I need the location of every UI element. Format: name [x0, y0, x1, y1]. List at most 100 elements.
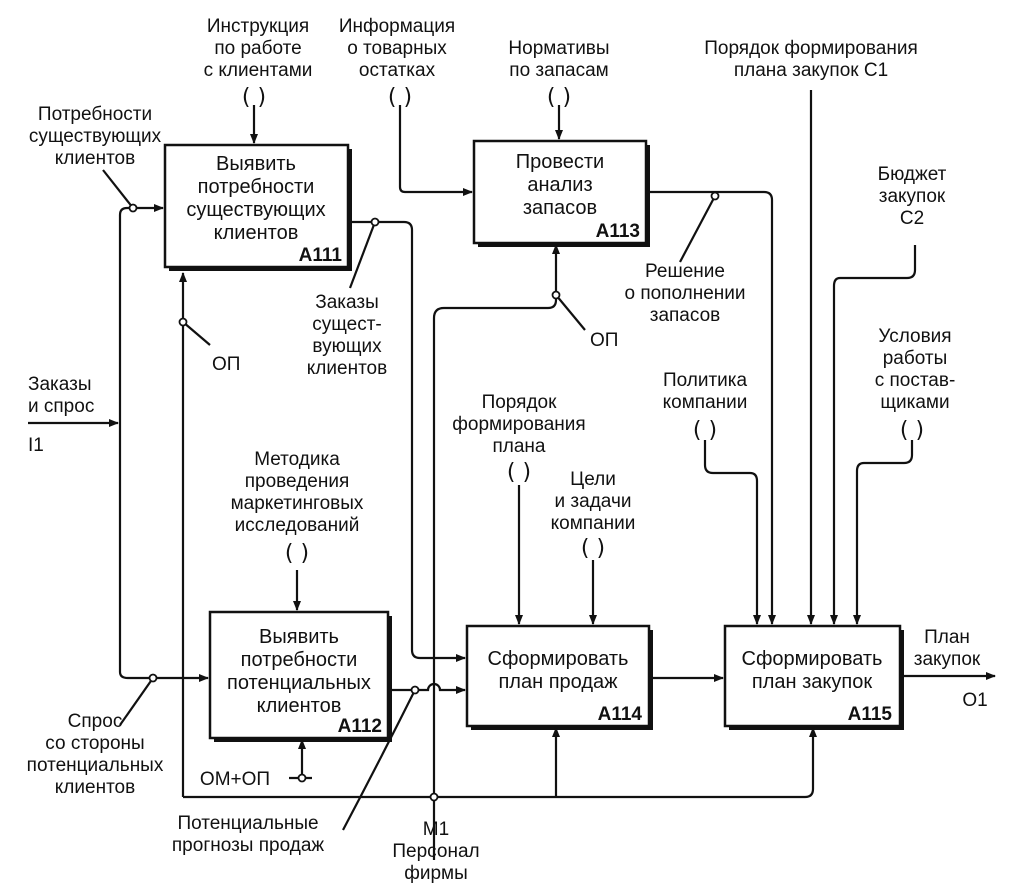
block-a112-line-4: клиентов [257, 695, 342, 717]
label-method: Методика проведения маркетинговых исслед… [231, 449, 364, 536]
svg-text:запасов: запасов [650, 305, 721, 326]
label-plan-purchases: План закупок [914, 627, 981, 670]
arrow-a113-to-a115 [646, 190, 776, 625]
forecasts-leader [342, 689, 416, 831]
block-a113-code: A113 [596, 221, 640, 242]
labels: Инструкция по работе с клиентами Информа… [27, 16, 988, 884]
arrow-c2-to-a115 [830, 245, 917, 625]
svg-text:Потенциальные: Потенциальные [177, 813, 318, 834]
block-a113[interactable]: Провести анализ запасов A113 [472, 139, 650, 247]
orders-existing-leader [348, 221, 377, 289]
op2-leader [555, 294, 586, 331]
mech-to-a113 [432, 244, 560, 860]
label-needs: Потребности существующих клиентов [29, 104, 162, 169]
svg-text:вующих: вующих [312, 336, 382, 357]
svg-text:Условия: Условия [878, 326, 951, 347]
block-a114-code: A114 [598, 704, 643, 725]
tunnel-info: ( ) [388, 85, 412, 110]
svg-text:формирования: формирования [452, 414, 585, 435]
label-om-op: ОМ+ОП [200, 769, 270, 790]
svg-text:клиентов: клиентов [55, 148, 135, 169]
block-a115-line-2: план закупок [752, 671, 872, 693]
label-plan-order: Порядок формирования плана [452, 392, 585, 457]
tunnel-method: ( ) [285, 541, 309, 566]
svg-text:Персонал: Персонал [392, 841, 479, 862]
svg-text:закупок: закупок [914, 649, 981, 670]
block-a112[interactable]: Выявить потребности потенциальных клиент… [208, 610, 392, 742]
svg-text:маркетинговых: маркетинговых [231, 493, 364, 514]
tunnel-goals: ( ) [581, 536, 605, 561]
svg-text:по запасам: по запасам [509, 60, 608, 81]
svg-text:щиками: щиками [880, 392, 949, 413]
svg-text:прогнозы продаж: прогнозы продаж [172, 835, 325, 856]
label-info: Информация о товарных остатках [339, 16, 455, 81]
svg-text:остатках: остатках [359, 60, 436, 81]
svg-text:Порядок: Порядок [482, 392, 558, 413]
label-orders-demand: Заказы и спрос [28, 374, 94, 417]
label-i1: I1 [28, 435, 44, 456]
label-o1: O1 [962, 690, 987, 711]
svg-text:и спрос: и спрос [28, 396, 94, 417]
svg-text:исследований: исследований [235, 515, 360, 536]
svg-text:компании: компании [551, 513, 636, 534]
label-order-c1: Порядок формирования плана закупок C1 [704, 38, 918, 81]
label-op1: ОП [212, 354, 240, 375]
svg-text:по работе: по работе [214, 38, 301, 59]
svg-text:Нормативы: Нормативы [508, 38, 609, 59]
block-a113-line-2: анализ [527, 174, 592, 196]
svg-text:и задачи: и задачи [555, 491, 632, 512]
svg-text:Потребности: Потребности [38, 104, 152, 125]
svg-text:Цели: Цели [570, 469, 616, 490]
svg-text:проведения: проведения [245, 471, 350, 492]
block-a112-line-2: потребности [241, 649, 358, 671]
op1-leader [182, 321, 211, 346]
block-a115[interactable]: Сформировать план закупок A115 [723, 624, 904, 730]
label-forecasts: Потенциальные прогнозы продаж [172, 813, 325, 856]
svg-text:C2: C2 [900, 208, 924, 229]
svg-text:Методика: Методика [254, 449, 340, 470]
label-goals: Цели и задачи компании [551, 469, 636, 534]
block-a112-line-1: Выявить [259, 626, 339, 648]
label-norms: Нормативы по запасам [508, 38, 609, 81]
tunnel-norms: ( ) [547, 85, 571, 110]
block-a111-line-1: Выявить [216, 153, 296, 175]
label-demand-potential: Спрос со стороны потенциальных клиентов [27, 711, 164, 798]
label-m1: M1 Персонал фирмы [392, 819, 479, 884]
block-a112-line-3: потенциальных [227, 672, 371, 694]
svg-text:работы: работы [883, 348, 948, 369]
svg-text:Информация: Информация [339, 16, 455, 37]
block-a115-code: A115 [848, 704, 893, 725]
block-a111-code: A111 [299, 245, 343, 266]
svg-text:компании: компании [663, 392, 748, 413]
label-budget: Бюджет закупок C2 [878, 164, 947, 229]
label-op2: ОП [590, 330, 618, 351]
tunnel-instr: ( ) [242, 85, 266, 110]
svg-text:Решение: Решение [645, 261, 725, 282]
svg-text:Инструкция: Инструкция [207, 16, 309, 37]
svg-text:со стороны: со стороны [45, 733, 144, 754]
arrow-info-to-a113 [398, 105, 473, 196]
tunnel-planorder: ( ) [507, 460, 531, 485]
label-conditions: Условия работы с постав- щиками [875, 326, 956, 413]
mech-to-a115 [183, 727, 817, 799]
svg-text:закупок: закупок [879, 186, 946, 207]
svg-text:Политика: Политика [663, 370, 748, 391]
decision-leader [679, 195, 716, 263]
needs-leader [102, 169, 134, 209]
svg-text:Заказы: Заказы [28, 374, 92, 395]
block-a111[interactable]: Выявить потребности существующих клиенто… [163, 143, 352, 271]
tunnel-conditions: ( ) [900, 418, 924, 443]
label-orders-existing: Заказы сущест- вующих клиентов [307, 292, 387, 379]
block-a114-line-1: Сформировать [488, 648, 629, 670]
svg-text:клиентов: клиентов [55, 777, 135, 798]
label-decision: Решение о пополнении запасов [624, 261, 745, 326]
svg-text:План: План [924, 627, 970, 648]
svg-text:Бюджет: Бюджет [878, 164, 947, 185]
block-a114[interactable]: Сформировать план продаж A114 [465, 624, 653, 730]
svg-text:плана: плана [492, 436, 545, 457]
arrows [28, 90, 996, 860]
arrow-needs-rail [118, 204, 164, 672]
tunnel-glyphs: ( ) ( ) ( ) ( ) ( ) ( ) ( ) ( ) [242, 85, 924, 566]
block-a111-line-2: потребности [198, 176, 315, 198]
